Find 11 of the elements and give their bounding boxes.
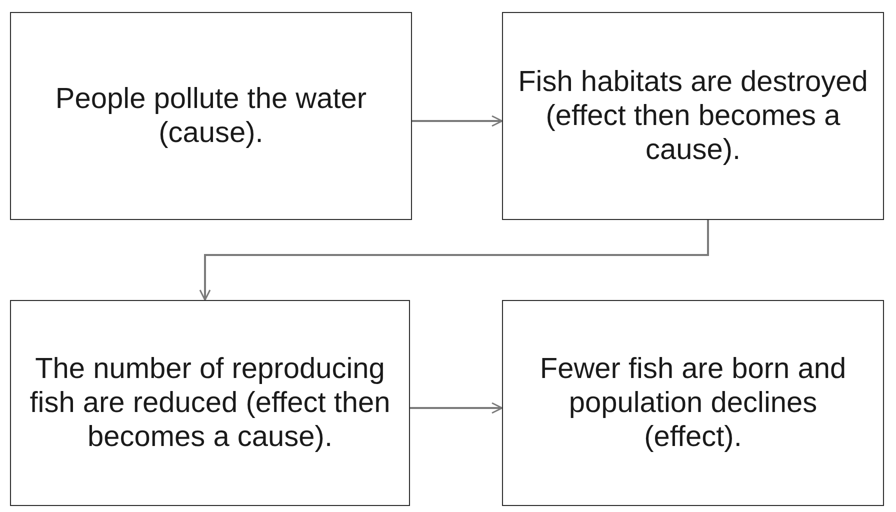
process-box [10, 12, 412, 220]
arrow [199, 220, 709, 301]
box-text: Fish habitats are destroyed (effect then becomes a cause). [517, 65, 869, 167]
arrow [412, 115, 503, 127]
box-text: The number of reproducing fish are reduced (effect then becomes a cause). [28, 352, 392, 454]
process-box [502, 300, 884, 506]
arrow [410, 402, 503, 414]
box-text: People pollute the water (cause). [54, 82, 368, 150]
process-box [10, 300, 410, 506]
box-text: Fewer fish are born and population declines (effect). [538, 352, 848, 454]
process-box [502, 12, 884, 220]
